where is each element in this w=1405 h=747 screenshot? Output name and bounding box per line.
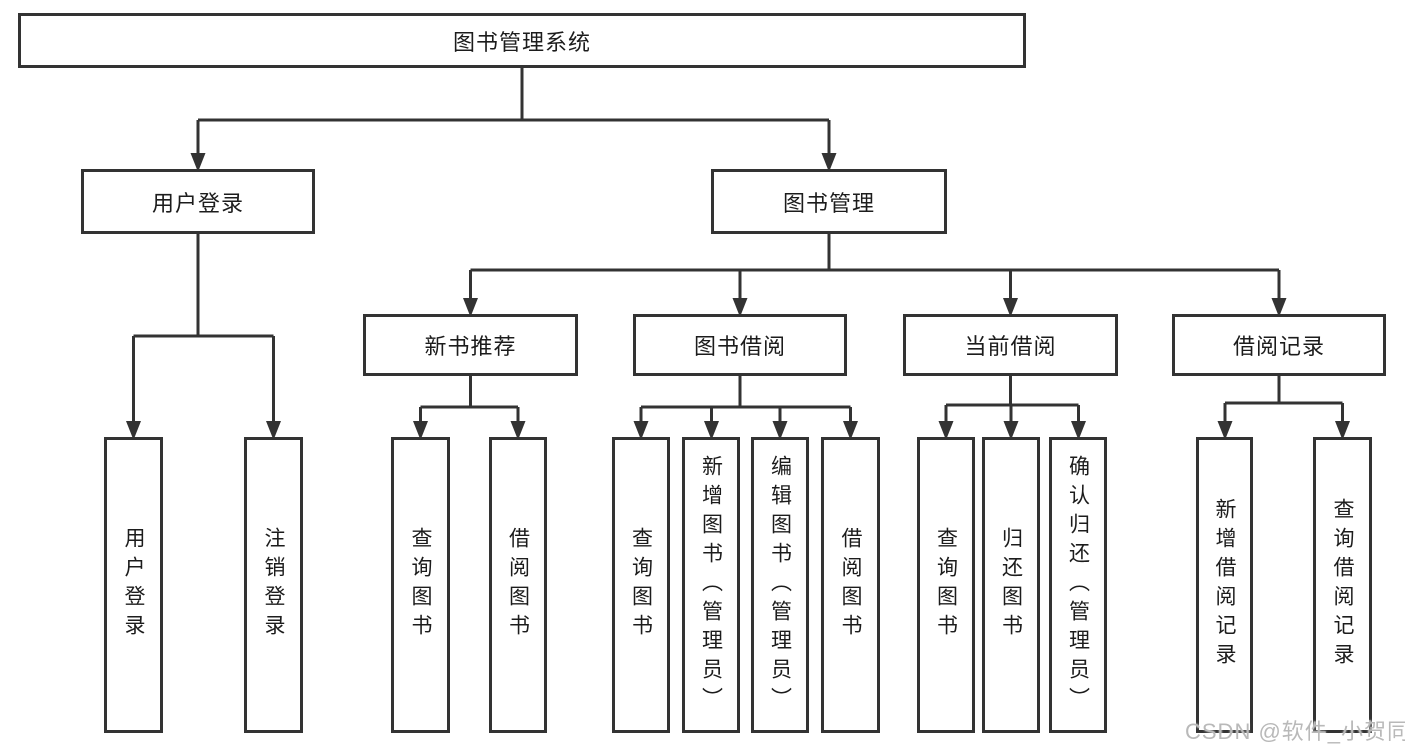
node-label: 图书借阅 (693, 334, 786, 359)
node-label: 新增图书（管理员） (699, 454, 723, 716)
node-borrowing-records: 借阅记录 (1172, 314, 1386, 376)
node-label: 新增借阅记录 (1213, 498, 1236, 672)
node-label: 借阅图书 (839, 527, 862, 643)
node-label: 借阅记录 (1232, 334, 1325, 359)
node-library-management-system: 图书管理系统 (18, 13, 1026, 68)
leaf-logout-login: 注销登录 (244, 437, 303, 733)
leaf-records-query-borrow-record: 查询借阅记录 (1313, 437, 1372, 733)
leaf-borrowing-query-books: 查询图书 (612, 437, 670, 733)
node-label: 新书推荐 (424, 334, 517, 359)
node-label: 归还图书 (999, 527, 1023, 643)
node-book-borrowing: 图书借阅 (633, 314, 847, 376)
node-label: 确认归还（管理员） (1066, 454, 1090, 716)
leaf-borrowing-add-book-admin: 新增图书（管理员） (682, 437, 740, 733)
connector-path (132, 68, 1344, 426)
node-label: 注销登录 (262, 527, 285, 643)
node-user-login: 用户登录 (81, 169, 315, 234)
node-label: 借阅图书 (506, 527, 530, 643)
leaf-borrowing-edit-book-admin: 编辑图书（管理员） (751, 437, 809, 733)
node-new-book-recommendation: 新书推荐 (363, 314, 578, 376)
watermark-csdn: CSDN @软件_小贺同学 (1185, 719, 1405, 744)
leaf-newbook-borrow-books: 借阅图书 (489, 437, 547, 733)
node-label: 编辑图书（管理员） (768, 454, 792, 716)
leaf-borrowing-borrow-books: 借阅图书 (821, 437, 880, 733)
leaf-records-add-borrow-record: 新增借阅记录 (1196, 437, 1253, 733)
leaf-user-login: 用户登录 (104, 437, 163, 733)
node-label: 图书管理系统 (452, 29, 591, 55)
node-label: 图书管理 (782, 190, 875, 216)
leaf-current-return-books: 归还图书 (982, 437, 1040, 733)
node-label: 用户登录 (151, 190, 244, 216)
node-label: 查询图书 (934, 527, 958, 643)
node-label: 查询图书 (629, 527, 653, 643)
node-current-borrowing: 当前借阅 (903, 314, 1118, 376)
leaf-current-query-books: 查询图书 (917, 437, 975, 733)
leaf-current-confirm-return-admin: 确认归还（管理员） (1049, 437, 1107, 733)
node-label: 查询借阅记录 (1331, 498, 1354, 672)
node-label: 查询图书 (409, 527, 432, 643)
node-label: 当前借阅 (964, 334, 1057, 359)
node-book-management: 图书管理 (711, 169, 947, 234)
node-label: 用户登录 (122, 527, 145, 643)
leaf-newbook-query-books: 查询图书 (391, 437, 450, 733)
